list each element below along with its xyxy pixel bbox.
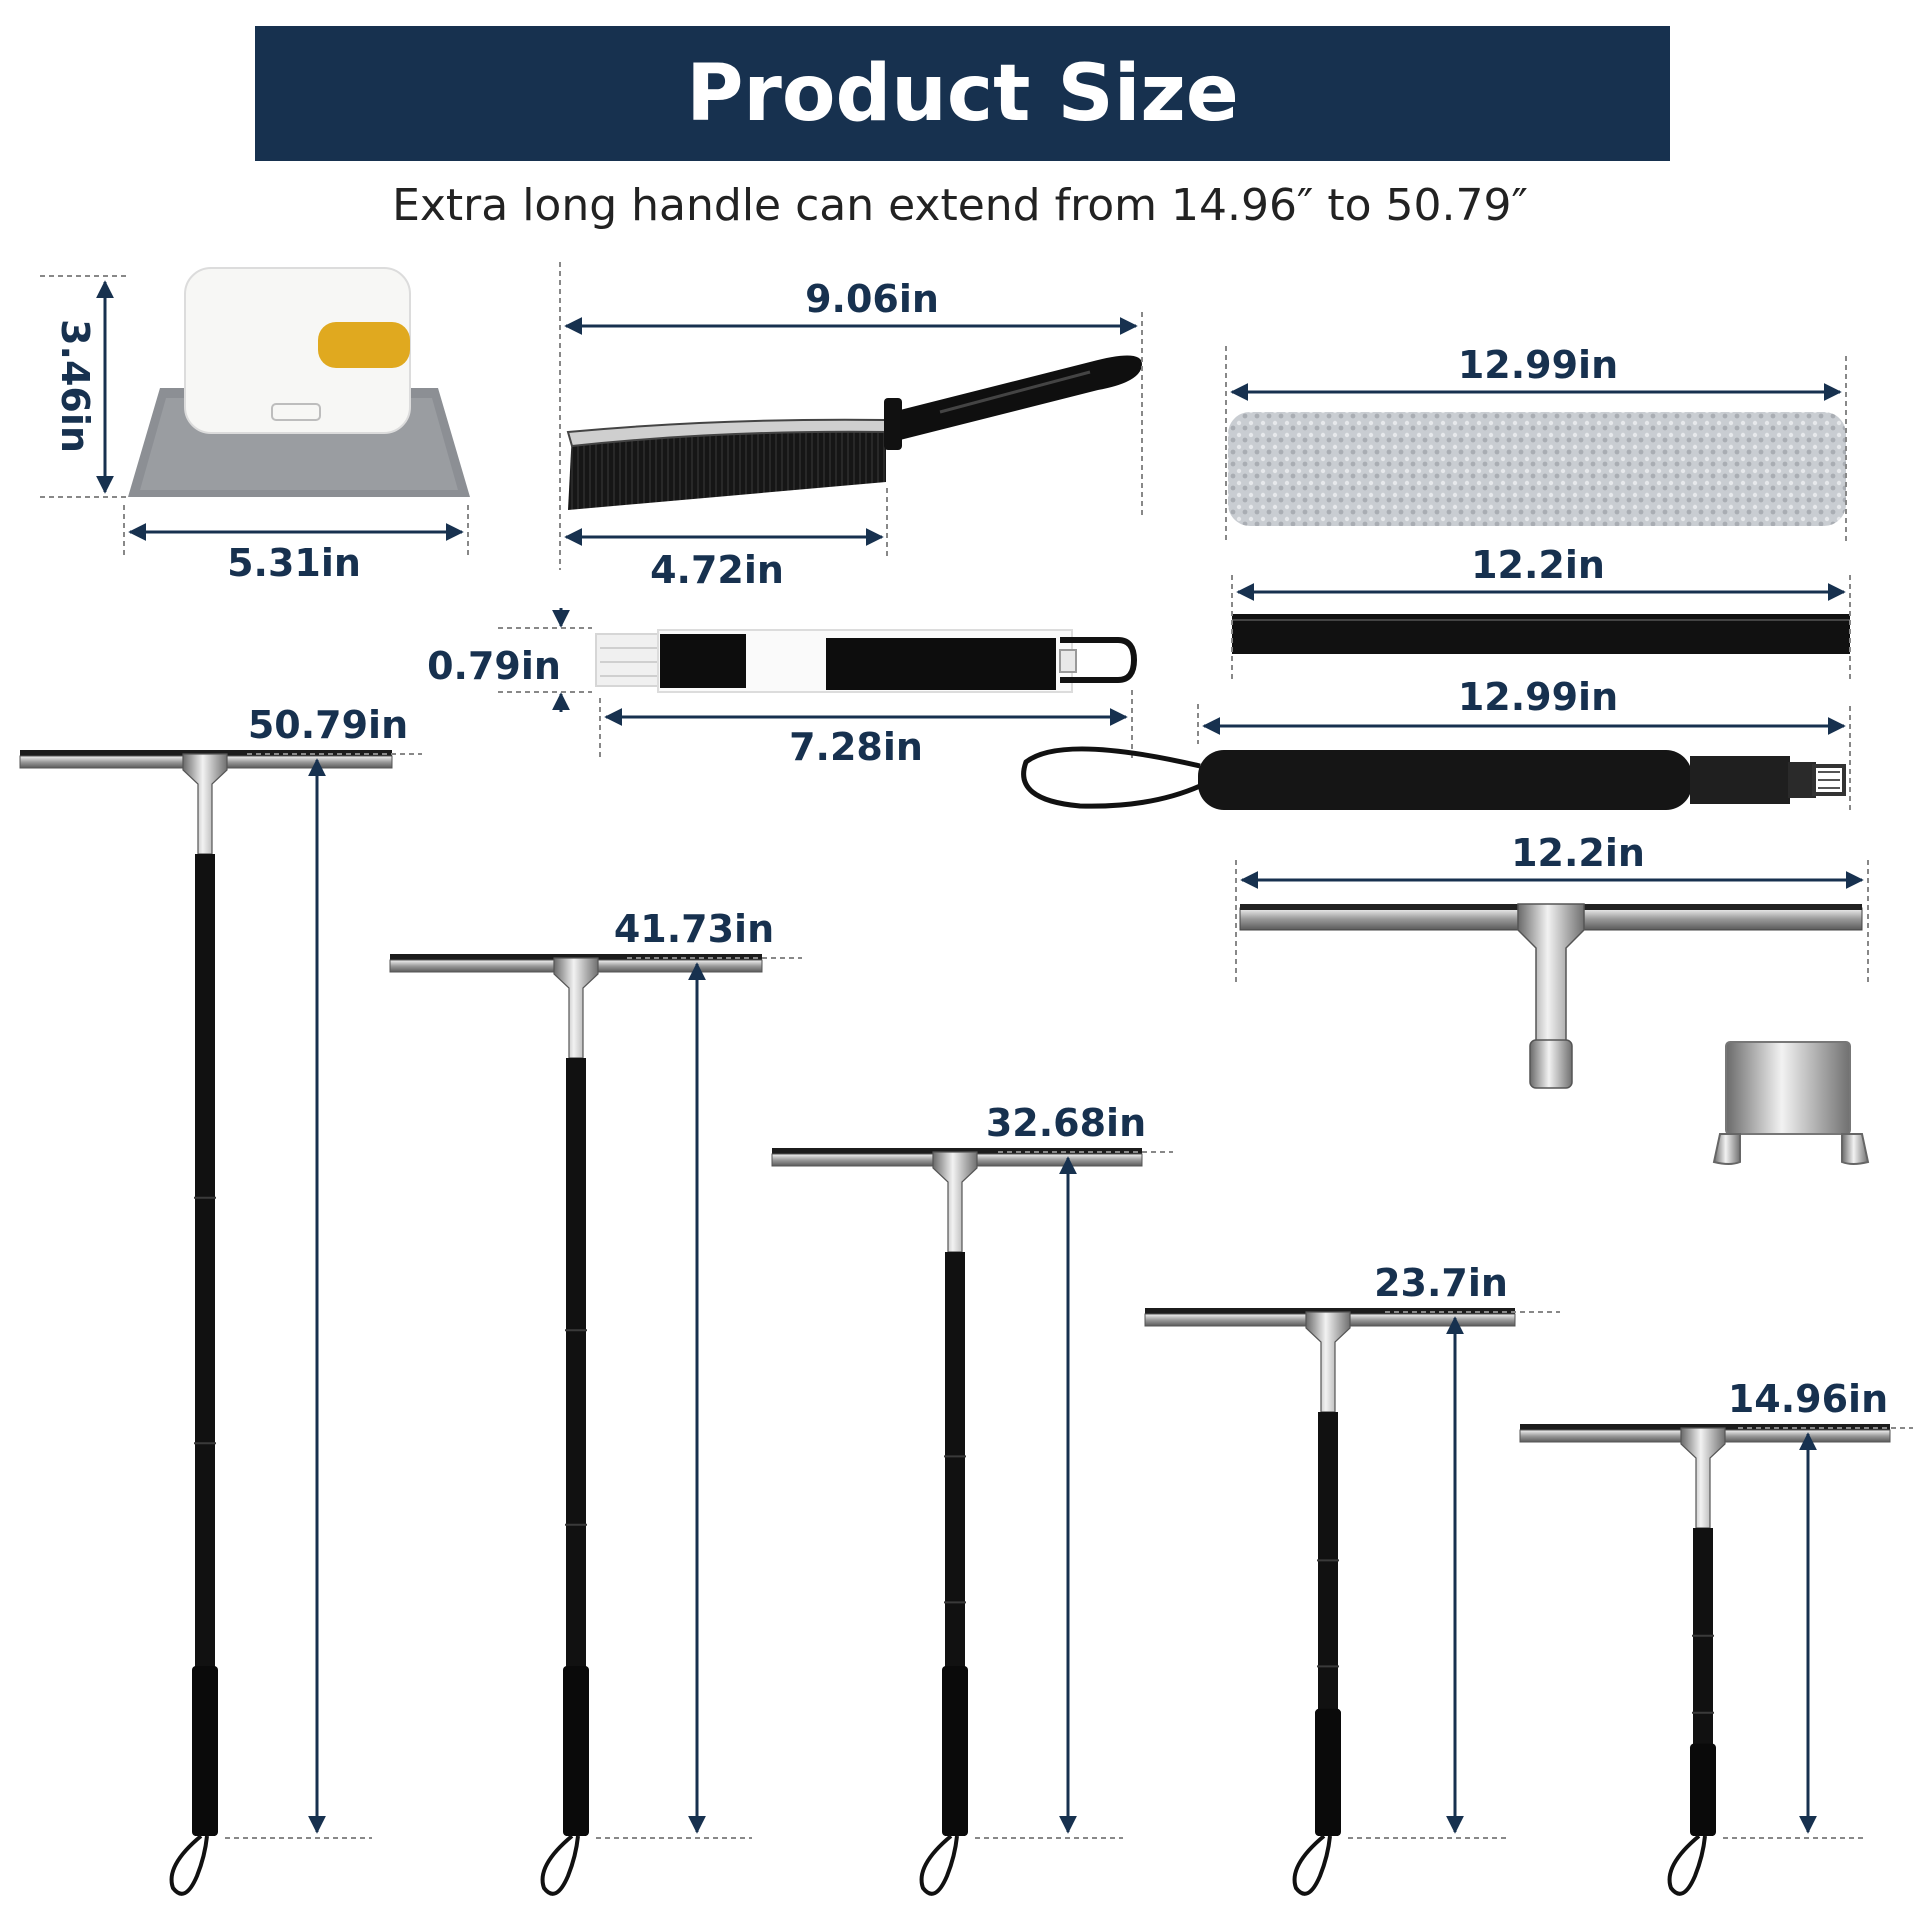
hand-brush-icon [566, 355, 1142, 510]
gap-brush-height-label: 0.79in [427, 644, 561, 688]
squeegee-neck [932, 1151, 978, 1253]
squeegee-head-width-label: 12.2in [1511, 831, 1645, 875]
subtitle: Extra long handle can extend from 14.96″… [392, 180, 1528, 231]
squeegee-height-label: 41.73in [614, 907, 774, 951]
squeegee-loop [169, 1834, 209, 1896]
squeegee-blade-rubber [1145, 1308, 1515, 1314]
gap-brush-height-dimension [498, 608, 592, 712]
squeegee-grip [563, 1666, 589, 1836]
squeegee-blade-rubber [20, 750, 392, 756]
squeegee-loop [540, 1834, 580, 1896]
page-title: Product Size [686, 48, 1239, 139]
squeegee-neck [182, 753, 228, 855]
sponge-height-dimension [40, 275, 128, 498]
squeegee-set: 50.79in 41.73in 32.68in 23.7in 14.96in [19, 703, 1913, 1896]
squeegee-height-label: 23.7in [1374, 1261, 1508, 1305]
brush-length-label: 9.06in [805, 277, 939, 321]
squeegee-head-icon [1239, 903, 1863, 1089]
squeegee-loop [919, 1834, 959, 1896]
sponge-width-label: 5.31in [227, 541, 361, 585]
rubber-blade-length-label: 12.2in [1471, 543, 1605, 587]
squeegee-blade-rubber [1520, 1424, 1890, 1430]
brush-head-dimension [564, 488, 888, 560]
squeegee-pole [195, 854, 215, 1836]
wall-hook-icon [1712, 1041, 1870, 1165]
microfiber-length-label: 12.99in [1458, 343, 1618, 387]
title-banner: Product Size [255, 26, 1670, 161]
squeegee-loop [1292, 1834, 1332, 1896]
microfiber-length-dimension [1225, 346, 1847, 542]
squeegee-2: 41.73in [389, 907, 802, 1896]
rubber-blade-dimension [1231, 575, 1851, 680]
handle-length-label: 12.99in [1458, 675, 1618, 719]
squeegee-neck [1305, 1311, 1351, 1413]
squeegee-grip [1315, 1708, 1341, 1836]
brush-head-label: 4.72in [650, 548, 784, 592]
squeegee-grip [1690, 1743, 1716, 1836]
squeegee-4: 23.7in [1144, 1261, 1560, 1896]
rubber-blade-icon [1232, 614, 1850, 654]
squeegee-height-label: 50.79in [248, 703, 408, 747]
squeegee-height-label: 32.68in [986, 1101, 1146, 1145]
microfiber-pad-icon [1228, 412, 1846, 526]
window-sponge-brush-icon [128, 267, 470, 497]
squeegee-grip [192, 1666, 218, 1836]
squeegee-blade-rubber [772, 1148, 1142, 1154]
squeegee-pole [566, 1058, 586, 1836]
squeegee-head-dimension [1235, 860, 1869, 985]
handle-length-dimension [1197, 704, 1851, 812]
gap-brush-length-dimension [599, 690, 1133, 760]
squeegee-5: 14.96in [1519, 1377, 1913, 1896]
sponge-width-dimension [123, 505, 469, 558]
squeegee-blade-rubber [390, 954, 762, 960]
squeegee-loop [1667, 1834, 1707, 1896]
squeegee-1: 50.79in [19, 703, 422, 1896]
squeegee-grip [942, 1666, 968, 1836]
squeegee-neck [553, 957, 599, 1059]
squeegee-neck [1680, 1427, 1726, 1529]
squeegee-3: 32.68in [771, 1101, 1173, 1896]
squeegee-height-label: 14.96in [1728, 1377, 1888, 1421]
sponge-height-label: 3.46in [53, 319, 97, 453]
extension-handle-icon [1021, 746, 1846, 810]
gap-brush-length-label: 7.28in [789, 725, 923, 769]
gap-cleaning-brush-icon [595, 629, 1138, 693]
brush-length-dimension [559, 262, 1143, 570]
